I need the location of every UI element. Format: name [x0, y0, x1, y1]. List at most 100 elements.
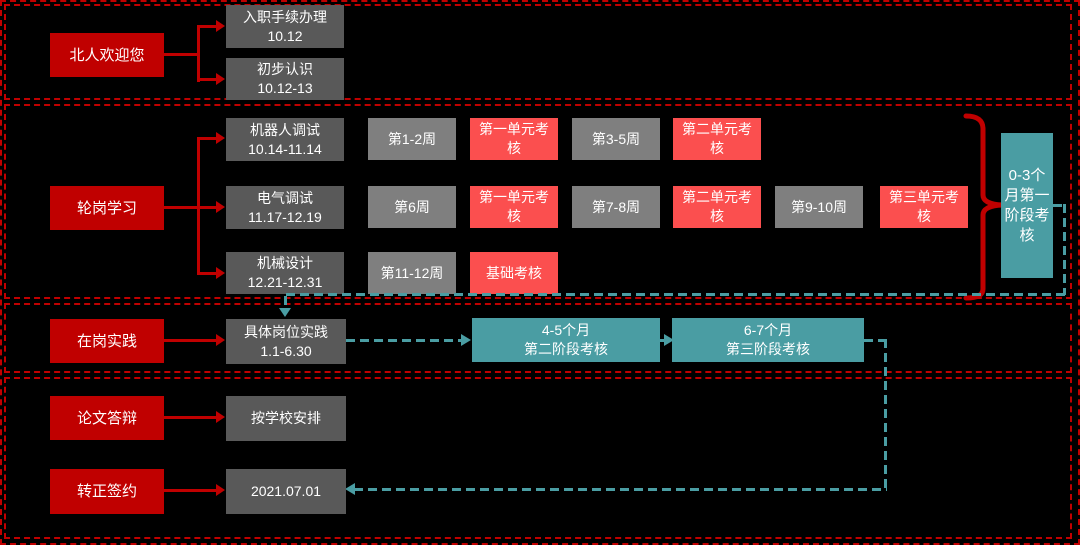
frame-section-rotation: [4, 104, 1072, 299]
milestone-phase1-label: 0-3个月第一阶段考核: [1004, 166, 1050, 244]
connector-welcome-top: [197, 25, 217, 28]
exam-cell: 第二单元考核: [673, 186, 761, 228]
arrowhead-rotation-rowB: [216, 201, 225, 213]
stage-practice-node: 在岗实践: [50, 319, 164, 363]
week-cell-label: 第9-10周: [790, 198, 848, 215]
connector-welcome-stem: [164, 53, 200, 56]
connector-rotation-rowB: [197, 206, 217, 209]
task-contract-node: 2021.07.01: [226, 469, 346, 514]
stage-contract-label: 转正签约: [76, 483, 137, 500]
dashed-route-phase3-out: [864, 339, 888, 342]
task-robot-node: 机器人调试 10.14-11.14: [226, 118, 344, 161]
arrowhead-into-phase2: [461, 334, 471, 346]
connector-thesis-stem: [164, 416, 217, 419]
task-electric-title: 电气调试: [257, 189, 313, 206]
task-mechanical-date: 12.21-12.31: [247, 274, 323, 290]
task-intro-date: 10.12-13: [257, 80, 313, 96]
dashed-route-phase3-across: [354, 488, 887, 491]
arrowhead-practice: [216, 334, 225, 346]
arrowhead-thesis: [216, 411, 225, 423]
exam-cell: 第三单元考核: [880, 186, 968, 228]
milestone-phase2-months: 4-5个月: [541, 322, 591, 338]
exam-cell: 第一单元考核: [470, 118, 558, 160]
dashed-route-practice-to-phase2: [346, 339, 461, 342]
exam-cell: 第二单元考核: [673, 118, 761, 160]
week-cell: 第7-8周: [572, 186, 660, 228]
week-cell: 第9-10周: [775, 186, 863, 228]
exam-cell: 基础考核: [470, 252, 558, 294]
arrowhead-into-practice: [279, 308, 291, 317]
task-robot-title: 机器人调试: [250, 121, 320, 138]
frame-section-welcome: [4, 4, 1072, 100]
brace-rotation-summary: [963, 113, 1003, 301]
milestone-phase2-label: 第二阶段考核: [524, 341, 608, 357]
dashed-route-phase1-across: [286, 293, 1066, 296]
task-electric-date: 11.17-12.19: [248, 208, 322, 225]
milestone-phase1-node: 0-3个月第一阶段考核: [1001, 133, 1053, 278]
dashed-route-phase3-down: [884, 339, 887, 489]
milestone-phase2-node: 4-5个月 第二阶段考核: [472, 318, 660, 362]
arrowhead-rotation-rowA: [216, 132, 225, 144]
task-onboarding-node: 入职手续办理 10.12: [226, 5, 344, 48]
task-practice-title: 具体岗位实践: [244, 323, 328, 340]
arrowhead-into-contract: [345, 483, 355, 495]
task-mechanical-title: 机械设计: [257, 255, 313, 271]
arrowhead-into-phase3: [664, 334, 674, 346]
stage-practice-label: 在岗实践: [76, 332, 137, 350]
connector-rotation-stem: [164, 206, 200, 209]
frame-section-practice: [4, 303, 1072, 373]
task-mechanical-node: 机械设计 12.21-12.31: [226, 252, 344, 294]
connector-practice-stem: [164, 339, 217, 342]
milestone-phase3-label: 第三阶段考核: [726, 341, 810, 357]
arrowhead-welcome-bottom: [216, 73, 225, 85]
exam-cell: 第一单元考核: [470, 186, 558, 228]
task-thesis-label: 按学校安排: [251, 410, 321, 426]
task-intro-node: 初步认识 10.12-13: [226, 58, 344, 100]
exam-cell-label: 第二单元考核: [682, 121, 752, 156]
dashed-route-phase1-out: [1053, 204, 1067, 207]
dashed-route-phase1-down: [1063, 204, 1066, 295]
milestone-phase3-node: 6-7个月 第三阶段考核: [672, 318, 864, 362]
task-onboarding-date: 10.12: [267, 27, 303, 44]
connector-welcome-bottom: [197, 78, 217, 81]
week-cell: 第11-12周: [368, 252, 456, 294]
week-cell-label: 第3-5周: [591, 130, 641, 147]
task-intro-title: 初步认识: [257, 61, 313, 77]
week-cell-label: 第7-8周: [591, 198, 641, 215]
exam-cell-label: 基础考核: [486, 264, 542, 281]
week-cell-label: 第11-12周: [380, 264, 444, 281]
task-onboarding-title: 入职手续办理: [243, 8, 327, 25]
arrowhead-rotation-rowC: [216, 267, 225, 279]
task-robot-date: 10.14-11.14: [248, 140, 322, 157]
connector-rotation-rowA: [197, 137, 217, 140]
week-cell: 第6周: [368, 186, 456, 228]
stage-welcome-label: 北人欢迎您: [69, 46, 145, 64]
task-practice-date: 1.1-6.30: [260, 342, 312, 359]
stage-thesis-label: 论文答辩: [76, 409, 137, 427]
arrowhead-welcome-top: [216, 20, 225, 32]
frame-section-final: [4, 377, 1072, 539]
arrowhead-contract: [216, 484, 225, 496]
stage-contract-node: 转正签约: [50, 469, 164, 514]
exam-cell-label: 第一单元考核: [479, 121, 549, 156]
milestone-phase3-months: 6-7个月: [743, 322, 793, 338]
stage-rotation-label: 轮岗学习: [76, 199, 137, 217]
week-cell: 第1-2周: [368, 118, 456, 160]
task-contract-date: 2021.07.01: [250, 483, 322, 499]
stage-rotation-node: 轮岗学习: [50, 186, 164, 230]
dashed-route-phase1-drop: [284, 296, 287, 309]
stage-thesis-node: 论文答辩: [50, 396, 164, 440]
connector-contract-stem: [164, 489, 217, 492]
week-cell: 第3-5周: [572, 118, 660, 160]
exam-cell-label: 第二单元考核: [682, 189, 752, 224]
task-thesis-node: 按学校安排: [226, 396, 346, 441]
connector-welcome-branch: [197, 25, 200, 82]
stage-welcome-node: 北人欢迎您: [50, 33, 164, 77]
week-cell-label: 第6周: [394, 198, 430, 215]
task-practice-node: 具体岗位实践 1.1-6.30: [226, 319, 346, 364]
week-cell-label: 第1-2周: [387, 130, 437, 147]
exam-cell-label: 第一单元考核: [479, 189, 549, 224]
connector-rotation-rowC: [197, 272, 217, 275]
